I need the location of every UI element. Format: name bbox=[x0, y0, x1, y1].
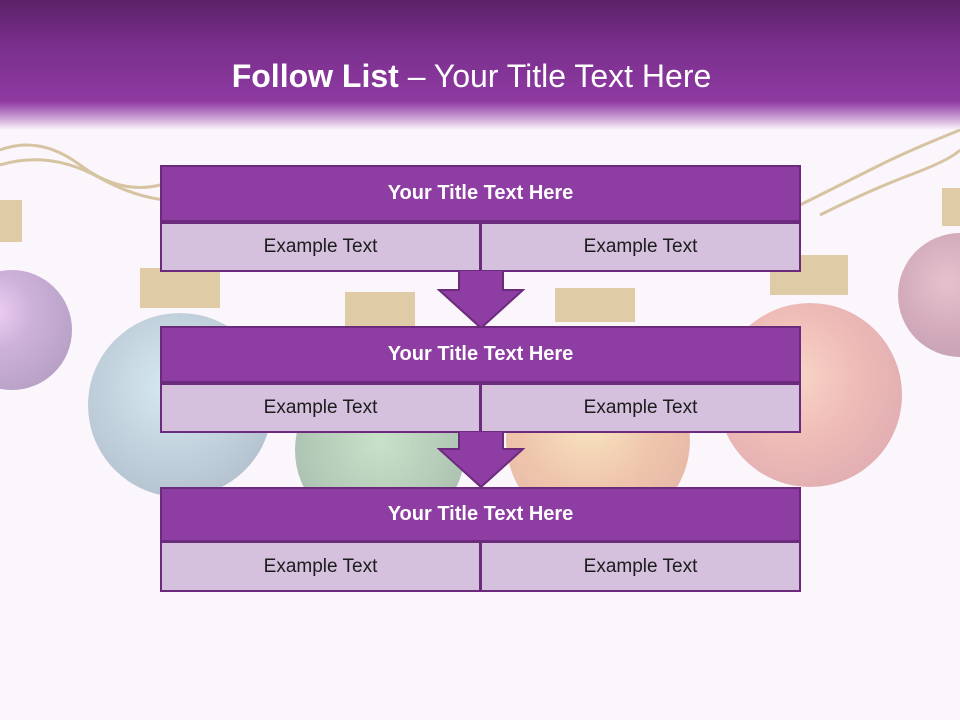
down-arrow bbox=[437, 431, 525, 489]
slide-title-rest: – Your Title Text Here bbox=[407, 58, 712, 94]
step-cell-right: Example Text bbox=[480, 383, 801, 433]
step-cell-left: Example Text bbox=[160, 222, 481, 272]
step-cell-right: Example Text bbox=[480, 222, 801, 272]
ornament-cap bbox=[140, 268, 220, 308]
purple-ornament bbox=[0, 270, 72, 390]
slide-title-bold: Follow List bbox=[231, 58, 399, 94]
down-arrow bbox=[437, 270, 525, 330]
header-band bbox=[0, 0, 960, 130]
ornament-cap bbox=[0, 200, 22, 242]
step-title: Your Title Text Here bbox=[160, 326, 801, 383]
ornament-cap bbox=[345, 292, 415, 328]
step-cell-left: Example Text bbox=[160, 541, 481, 592]
dark-red-ornament bbox=[898, 233, 960, 357]
ornament-cap bbox=[555, 288, 635, 322]
slide-title: Follow List – Your Title Text Here bbox=[0, 52, 943, 100]
ornament-cap bbox=[942, 188, 960, 226]
step-cell-right: Example Text bbox=[480, 541, 801, 592]
step-cell-left: Example Text bbox=[160, 383, 481, 433]
step-title: Your Title Text Here bbox=[160, 165, 801, 222]
step-title: Your Title Text Here bbox=[160, 487, 801, 542]
